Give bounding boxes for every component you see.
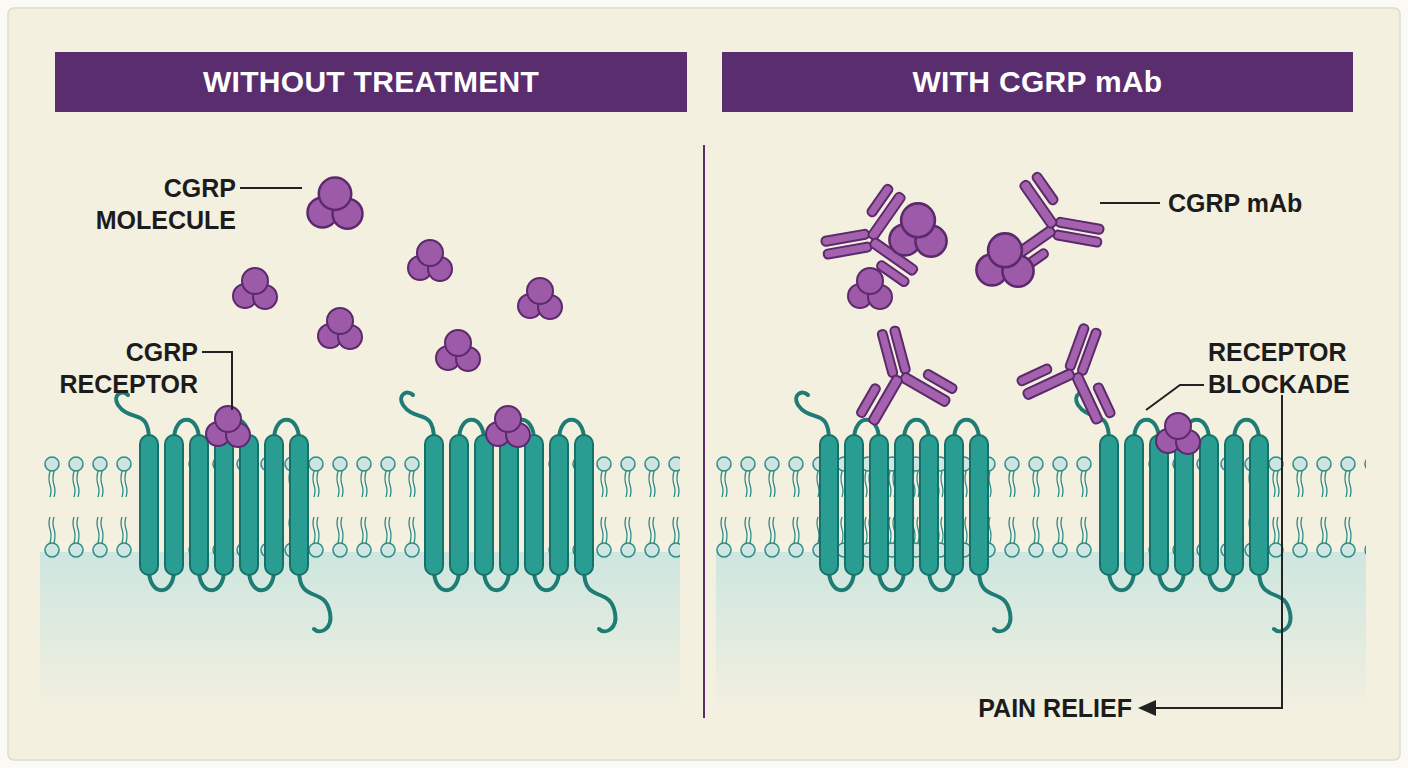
callout-label: RECEPTOR BLOCKADE [1208,336,1373,400]
header-text: WITHOUT TREATMENT [203,65,539,99]
monoclonal-antibody [814,168,1142,430]
receptor-protein [116,393,1290,632]
panel-header: WITH CGRP mAb [722,52,1353,112]
callout-label: CGRP MOLECULE [61,172,236,236]
arrow-head [1138,700,1156,716]
background-panel [8,8,1400,760]
panel-divider [703,145,705,718]
cgrp-molecule [206,178,562,448]
leader-line [202,188,1282,708]
panel-header: WITHOUT TREATMENT [55,52,687,112]
callout-label: CGRP mAb [1168,187,1368,219]
callout-label: PAIN RELIEF [912,692,1132,724]
callout-label: CGRP RECEPTOR [28,336,198,400]
cgrp-molecule [848,203,1200,454]
cytoplasm [40,552,1366,717]
header-text: WITH CGRP mAb [912,65,1162,99]
